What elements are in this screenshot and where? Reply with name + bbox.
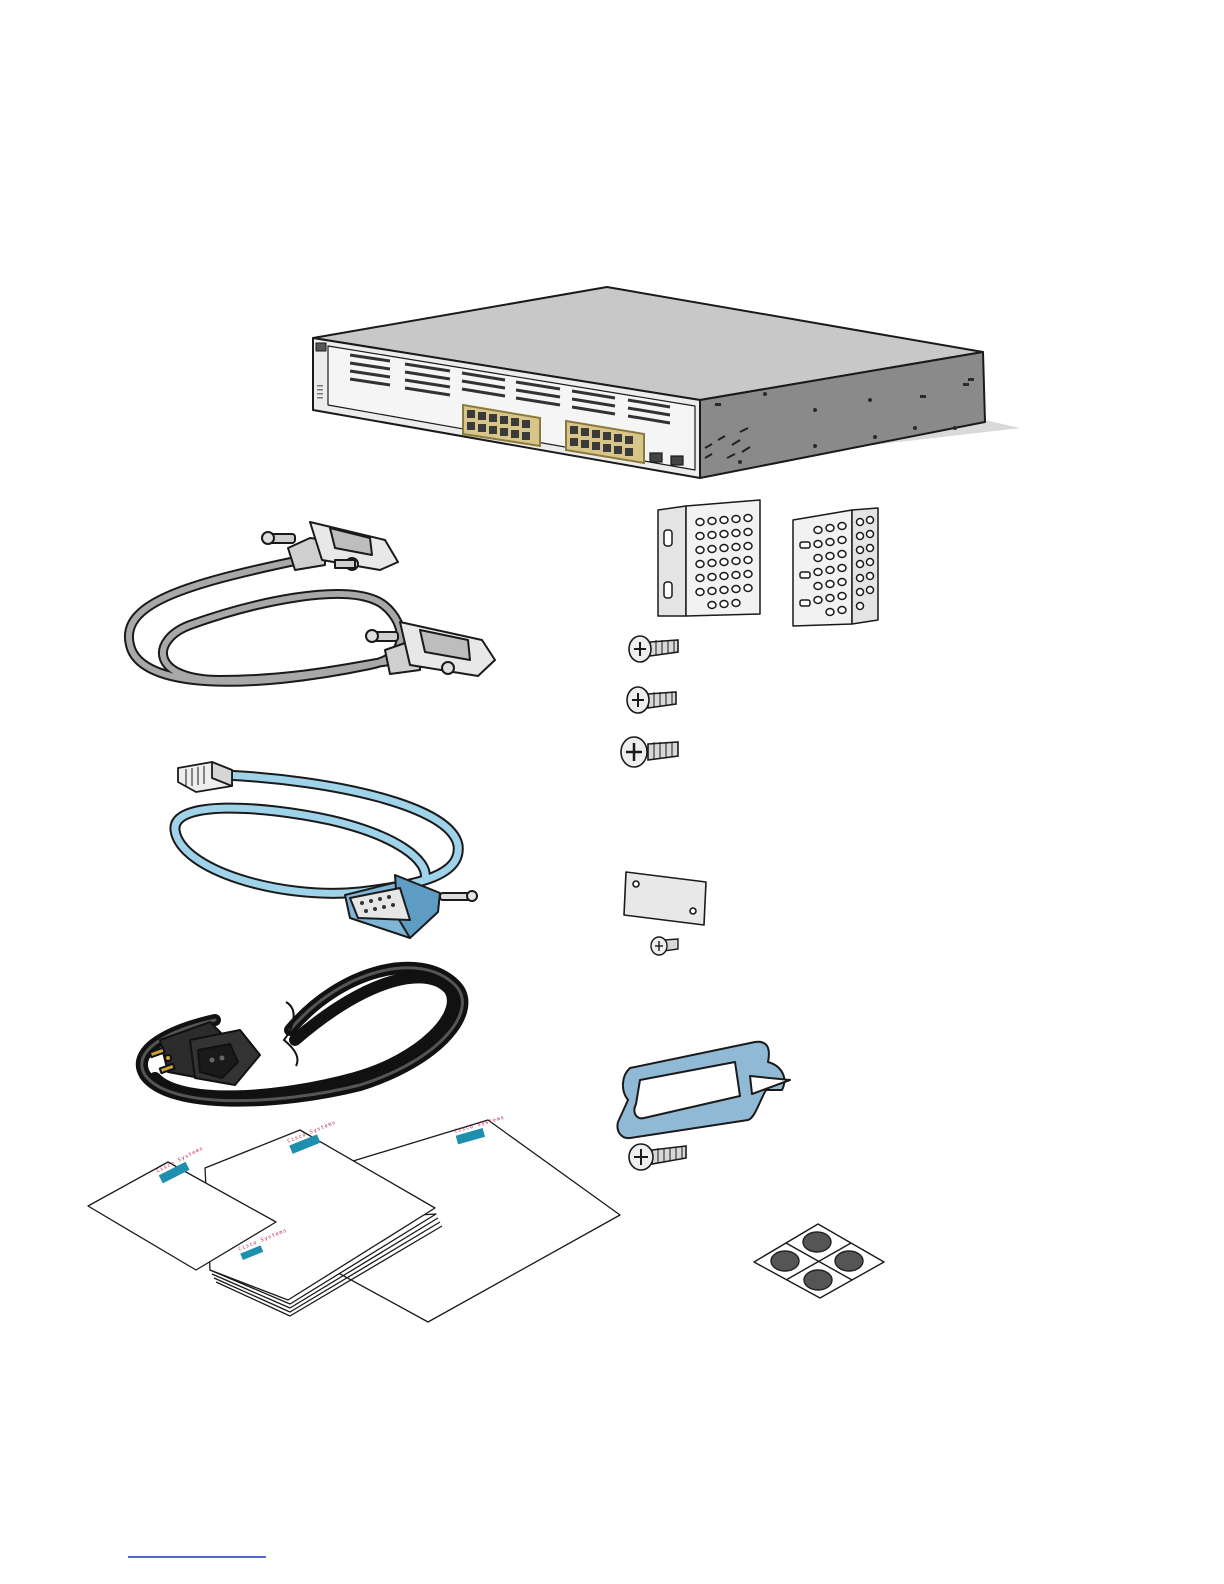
rack-mount-bracket-left: [658, 500, 760, 616]
bracket-screw-1: [629, 636, 678, 662]
bracket-screw-2: [627, 687, 676, 713]
documentation: [88, 1120, 620, 1322]
rubber-feet: [754, 1224, 884, 1298]
console-cable: [175, 762, 477, 938]
switch-chassis: [313, 287, 1020, 478]
cover-plate-screw: [651, 937, 678, 955]
stacking-cable: [129, 522, 495, 682]
rack-mount-bracket-right: [793, 508, 878, 626]
ac-power-cord: [142, 968, 463, 1101]
bracket-screw-3: [621, 737, 678, 767]
cable-guide-screw: [629, 1144, 686, 1170]
blank-cover-plate: [624, 872, 706, 925]
cable-guide: [618, 1042, 791, 1138]
